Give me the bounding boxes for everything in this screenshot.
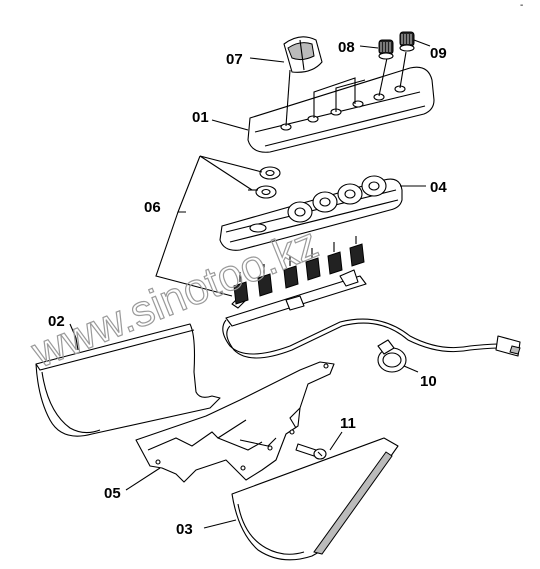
label-07: 07 xyxy=(226,51,243,68)
part-05-mounting-bracket xyxy=(135,361,335,483)
part-09-small-knob xyxy=(399,31,415,52)
label-06: 06 xyxy=(144,199,161,216)
leader-lines xyxy=(69,39,431,529)
label-08: 08 xyxy=(338,39,355,56)
label-02: 02 xyxy=(48,313,65,330)
part-labels: 07 08 09 01 04 06 02 10 11 05 03 xyxy=(48,39,447,538)
part-11-screw xyxy=(295,443,327,460)
part-03-right-panel xyxy=(231,437,399,561)
part-06-nut-washer xyxy=(255,166,281,199)
label-01: 01 xyxy=(192,109,209,126)
part-01-top-cover xyxy=(247,51,435,153)
corner-mark: - xyxy=(520,0,523,11)
part-02-left-panel xyxy=(35,323,221,437)
label-05: 05 xyxy=(104,485,121,502)
label-03: 03 xyxy=(176,521,193,538)
label-11: 11 xyxy=(340,415,356,432)
part-10-cable-clamp xyxy=(377,339,407,373)
label-09: 09 xyxy=(430,45,447,62)
label-04: 04 xyxy=(430,179,447,196)
part-04-switch-plate xyxy=(219,175,403,251)
part-07-rotary-knob xyxy=(283,36,323,73)
part-08-small-knob xyxy=(378,39,394,60)
label-10: 10 xyxy=(420,373,437,390)
switch-assembly xyxy=(222,236,521,359)
